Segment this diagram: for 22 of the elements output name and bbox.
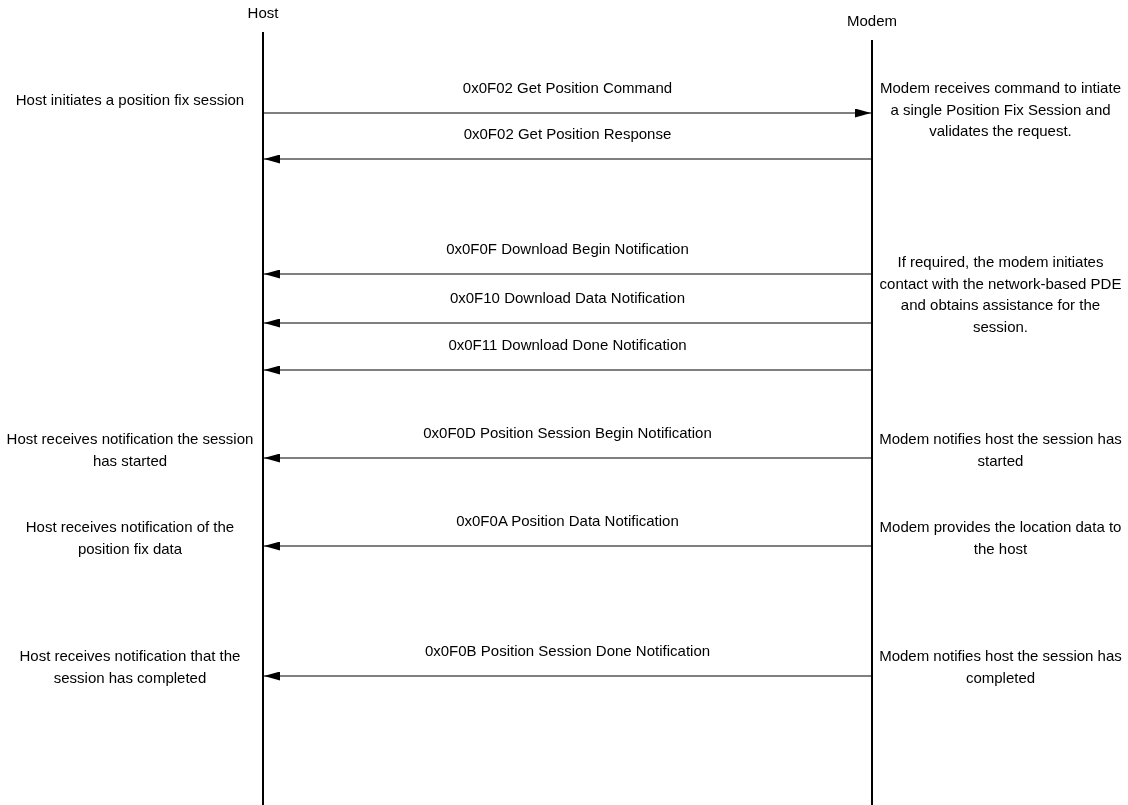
note-text: Host receives notification of the position fix data: [24, 517, 236, 559]
note-text: Modem notifies host the session has completed: [878, 646, 1123, 688]
message-label: 0x0F0D Position Session Begin Notification: [421, 424, 714, 442]
message-label: 0x0F02 Get Position Response: [461, 125, 674, 143]
message-arrow: [263, 671, 872, 681]
note-text: Host initiates a position fix session: [14, 90, 246, 110]
lifeline-label: Modem: [847, 12, 897, 30]
message-arrow: [263, 541, 872, 551]
message-arrow: [263, 365, 872, 375]
message-arrow: [263, 154, 872, 164]
message-arrow: [263, 453, 872, 463]
message-arrow: [263, 108, 872, 118]
note-text: Modem provides the location data to the host: [878, 517, 1123, 559]
note-text: Host receives notification that the session has completed: [18, 646, 242, 688]
message-label: 0x0F0F Download Begin Notification: [444, 240, 691, 258]
message-arrow: [263, 269, 872, 279]
note-text: Host receives notification the session has started: [5, 429, 255, 471]
note-text: If required, the modem initiates contact with the network-based PDE and obtains assistance for the session.: [878, 252, 1123, 337]
note-text: Modem notifies host the session has started: [878, 429, 1123, 471]
note-text: Modem receives command to intiate a single Position Fix Session and validates the request.: [879, 78, 1122, 141]
lifeline-label: Host: [247, 4, 279, 22]
message-arrow: [263, 318, 872, 328]
